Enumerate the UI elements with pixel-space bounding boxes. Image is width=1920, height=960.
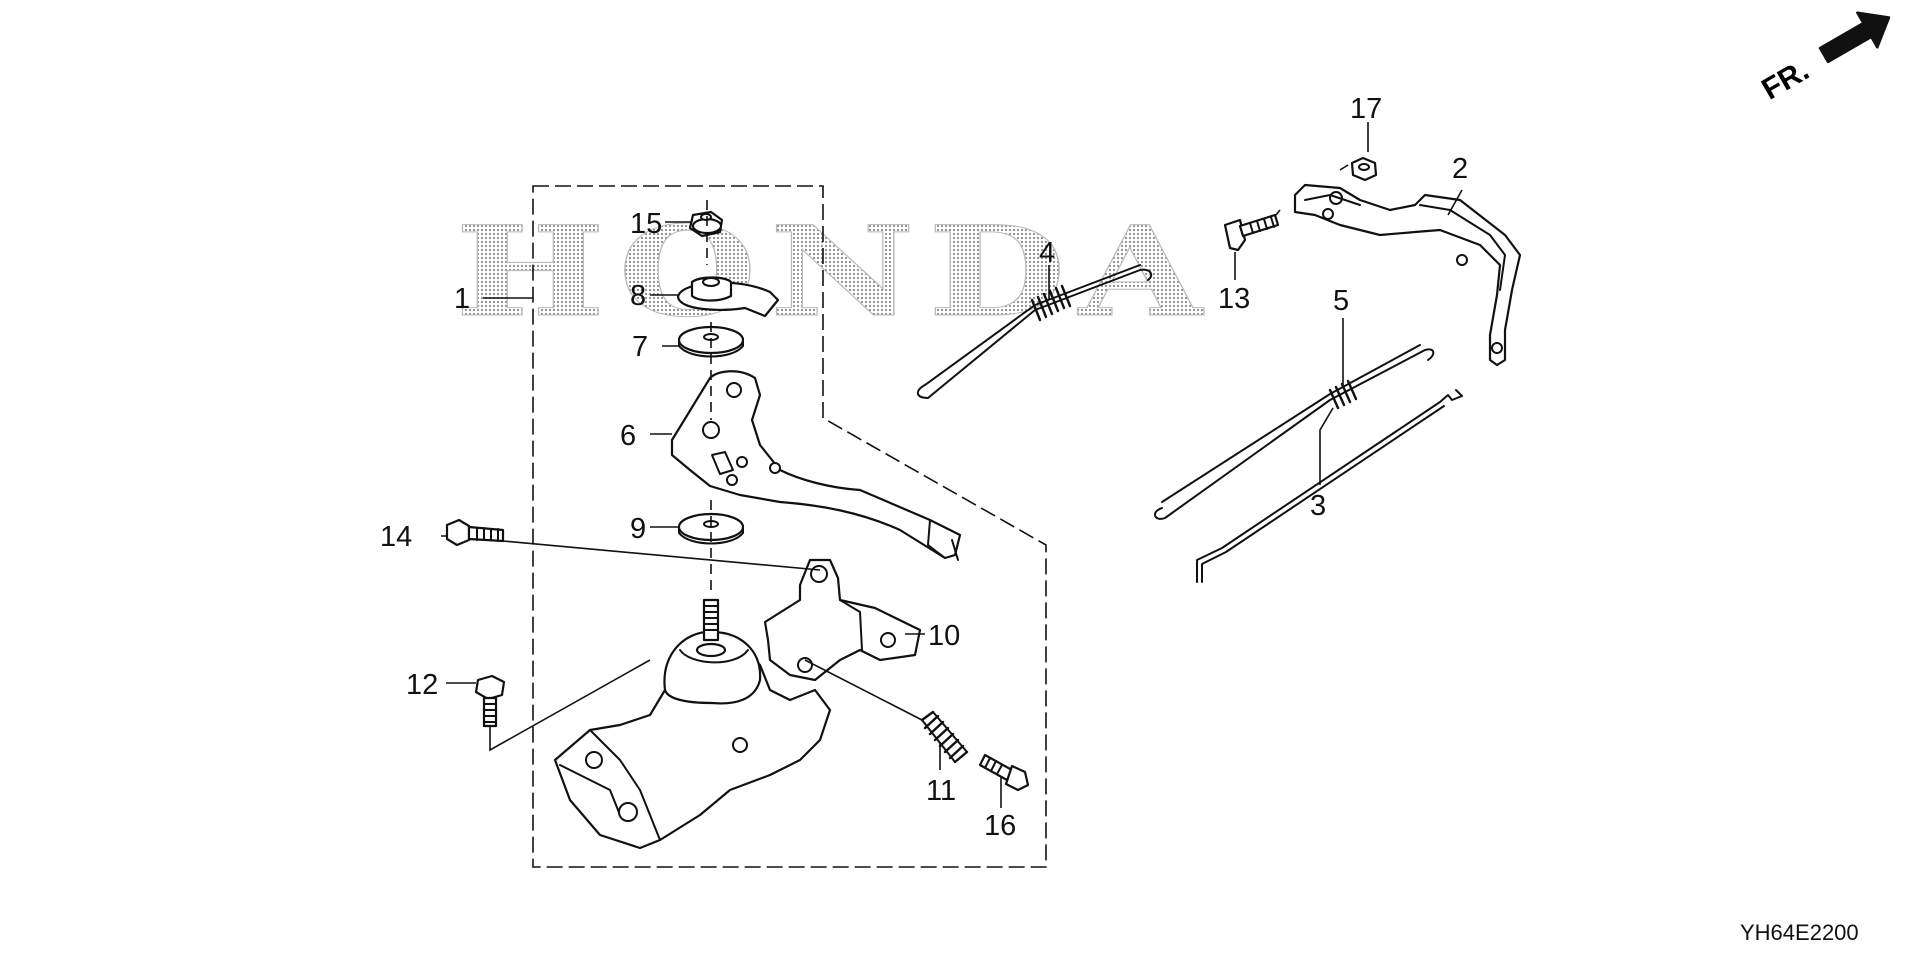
part-16-bolt [978, 753, 1030, 792]
callout-1: 1 [454, 283, 470, 315]
center-axis-line [706, 200, 712, 590]
callout-3: 3 [1310, 490, 1326, 522]
part-3-rod [1196, 389, 1463, 583]
front-direction-indicator: FR. [1756, 11, 1891, 107]
callout-4: 4 [1039, 237, 1055, 269]
callout-11: 11 [926, 775, 956, 807]
part-12-bolt [474, 674, 506, 728]
part-10-bracket-plate [763, 558, 922, 682]
callout-7: 7 [632, 331, 648, 363]
part-6-control-arm [670, 370, 962, 561]
callout-10: 10 [928, 620, 960, 652]
callout-15: 15 [630, 208, 662, 240]
part-13-bolt [1223, 213, 1280, 252]
callout-9: 9 [630, 513, 646, 545]
honda-watermark: HONDA [455, 200, 1215, 346]
callout-2: 2 [1452, 153, 1468, 185]
callout-5: 5 [1333, 285, 1349, 317]
callout-12: 12 [406, 669, 438, 701]
part-8-guide-plate [676, 276, 780, 318]
part-15-flange-nut [688, 210, 724, 238]
part-5-spring-rod [1154, 344, 1435, 520]
part-2-handle-lever [1293, 183, 1522, 367]
callout-17: 17 [1350, 93, 1382, 125]
part-1-base-bracket [553, 598, 832, 850]
part-14-bolt [445, 518, 505, 547]
callout-13: 13 [1218, 283, 1250, 315]
front-arrow-icon [1818, 11, 1891, 64]
part-17-nut [1350, 156, 1378, 182]
callout-8: 8 [630, 280, 646, 312]
callout-numbers: 1 2 3 4 5 6 7 8 9 10 11 12 13 14 15 16 1… [380, 93, 1468, 842]
assembly-boundary [532, 185, 1047, 868]
diagram-code: YH64E2200 [1740, 920, 1859, 945]
front-label: FR. [1756, 54, 1814, 107]
leader-lines [441, 122, 1463, 808]
callout-16: 16 [984, 810, 1016, 842]
callout-14: 14 [380, 521, 412, 553]
part-4-spring-rod [916, 264, 1153, 399]
watermark-text: HONDA [455, 200, 1215, 345]
callout-6: 6 [620, 420, 636, 452]
part-11-spring [920, 710, 969, 764]
